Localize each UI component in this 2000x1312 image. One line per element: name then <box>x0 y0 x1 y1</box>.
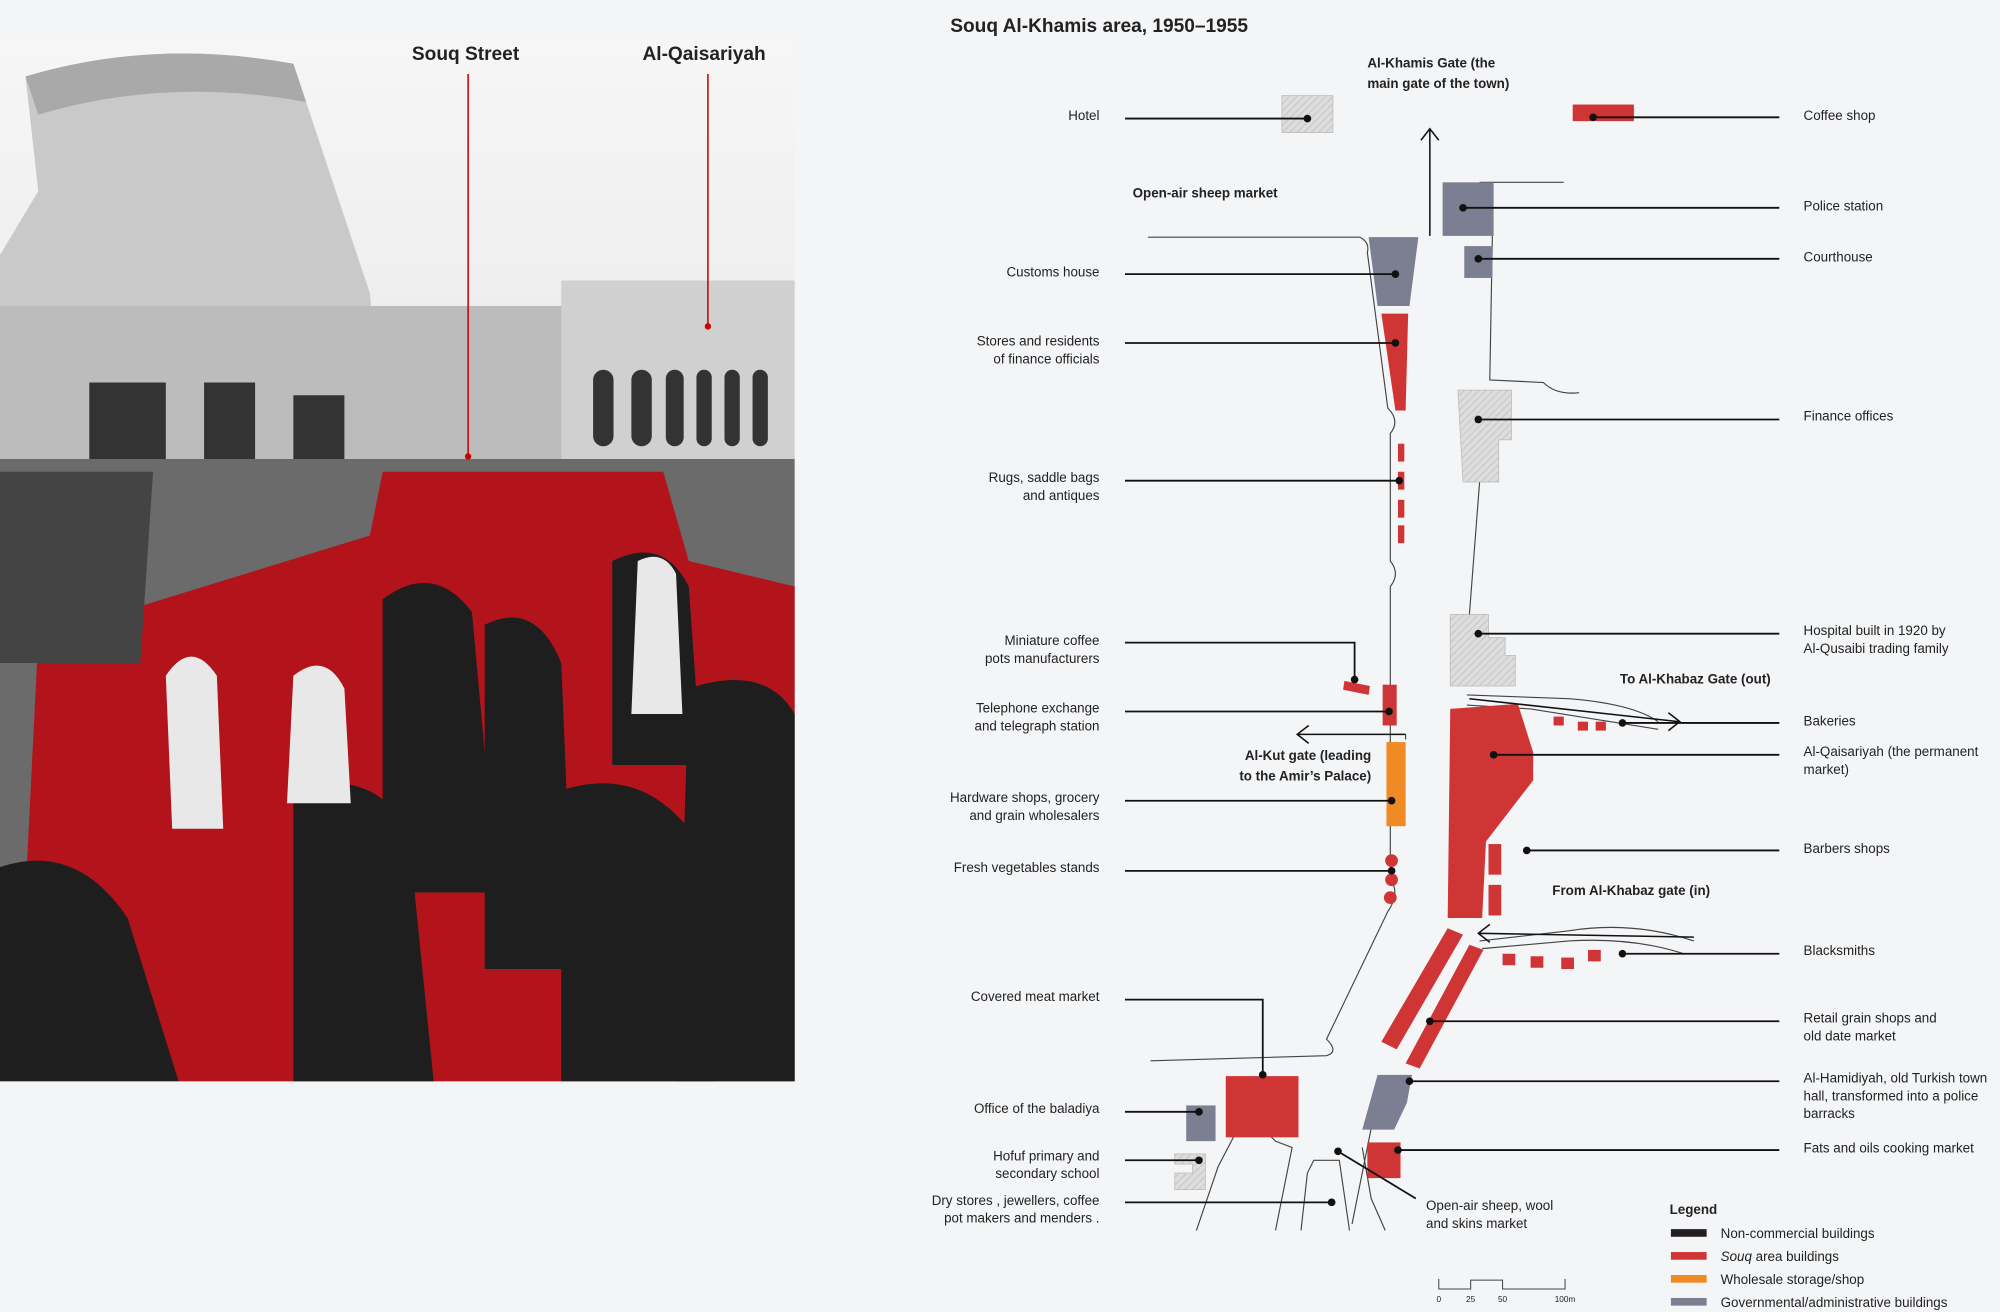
map-title: Souq Al-Khamis area, 1950–1955 <box>950 16 1248 37</box>
legend-swatch-wholesale <box>1670 1275 1707 1283</box>
leader-lines <box>1125 113 1780 1207</box>
label-coffee-shop: Coffee shop <box>1804 108 1876 123</box>
hardware-shops-building <box>1386 742 1406 827</box>
bakeries <box>1553 716 1606 731</box>
khamis-gate-label: Al-Khamis Gate (the <box>1367 56 1495 71</box>
label-telephone-exchange: Telephone exchange <box>976 701 1099 716</box>
street-outlines <box>1147 181 1695 1231</box>
arrow-left-icon <box>1295 724 1406 744</box>
photo-label-souq-street: Souq Street <box>412 44 520 65</box>
legend-souq: Souq area buildings <box>1721 1249 1840 1264</box>
label-barbers: Barbers shops <box>1804 841 1891 856</box>
legend-swatch-governmental <box>1670 1297 1707 1306</box>
telephone-exchange-building <box>1382 684 1397 726</box>
label-baladiya: Office of the baladiya <box>974 1101 1100 1116</box>
al-hamidiyah-building <box>1362 1074 1412 1130</box>
photo-label-al-qaisariyah: Al-Qaisariyah <box>642 44 765 65</box>
miniature-coffee-pots-building <box>1343 680 1370 695</box>
label-fats-oils: Fats and oils cooking market <box>1804 1141 1975 1156</box>
label-bakeries: Bakeries <box>1804 713 1856 728</box>
legend: Legend Non-commercial buildings Souq are… <box>1670 1202 1948 1310</box>
label-customs-house: Customs house <box>1007 265 1100 280</box>
left-labels: Hotel Customs house Stores and residents… <box>932 108 1100 1226</box>
label-police-station: Police station <box>1804 198 1884 213</box>
svg-text:50: 50 <box>1498 1295 1508 1304</box>
label-al-hamidiyah: Al-Hamidiyah, old Turkish town <box>1804 1070 1988 1085</box>
label-school: Hofuf primary and <box>993 1148 1099 1163</box>
svg-text:market): market) <box>1804 762 1849 777</box>
blacksmiths <box>1502 949 1601 970</box>
legend-swatch-non-commercial <box>1670 1229 1707 1237</box>
khabaz-in-label: From Al-Khabaz gate (in) <box>1552 883 1710 898</box>
arrow-left-icon <box>1477 923 1694 943</box>
svg-text:and antiques: and antiques <box>1023 488 1100 503</box>
label-miniature-coffee-pots: Miniature coffee <box>1005 633 1100 648</box>
svg-text:barracks: barracks <box>1804 1106 1856 1121</box>
coffee-shop-building <box>1572 104 1634 122</box>
historic-photo <box>0 38 795 1082</box>
label-al-qaisariyah: Al-Qaisariyah (the permanent <box>1804 744 1979 759</box>
svg-text:and grain wholesalers: and grain wholesalers <box>969 808 1099 823</box>
traffic-arrows <box>1295 127 1694 943</box>
khabaz-out-label: To Al-Khabaz Gate (out) <box>1620 671 1771 686</box>
legend-non-commercial: Non-commercial buildings <box>1721 1226 1875 1241</box>
retail-grain-shops <box>1381 928 1484 1069</box>
label-rugs: Rugs, saddle bags <box>989 470 1100 485</box>
svg-text:Al-Qusaibi trading family: Al-Qusaibi trading family <box>1804 641 1949 656</box>
hotel-building <box>1281 95 1334 133</box>
svg-text:old date market: old date market <box>1804 1028 1896 1043</box>
svg-text:to the Amir’s Palace): to the Amir’s Palace) <box>1239 768 1371 783</box>
svg-text:0: 0 <box>1436 1295 1441 1304</box>
label-covered-meat-market: Covered meat market <box>971 989 1100 1004</box>
svg-text:secondary school: secondary school <box>995 1166 1099 1181</box>
svg-text:main gate of the town): main gate of the town) <box>1367 76 1509 91</box>
svg-text:100m: 100m <box>1555 1295 1576 1304</box>
right-labels: Coffee shop Police station Courthouse Fi… <box>1804 108 1988 1156</box>
kut-gate-label: Al-Kut gate (leading <box>1245 748 1371 763</box>
label-retail-grain: Retail grain shops and <box>1804 1011 1937 1026</box>
scale-bar: 0 25 50 100m <box>1436 1278 1576 1304</box>
barbers-shops <box>1488 844 1502 916</box>
police-station-building <box>1442 182 1494 236</box>
rugs-shops <box>1397 443 1405 544</box>
legend-governmental: Governmental/administrative buildings <box>1721 1295 1948 1310</box>
label-dry-stores: Dry stores , jewellers, coffee <box>932 1193 1100 1208</box>
label-finance-offices: Finance offices <box>1804 409 1894 424</box>
svg-text:pots manufacturers: pots manufacturers <box>985 651 1100 666</box>
arrow-right-icon <box>1469 697 1682 732</box>
legend-title: Legend <box>1670 1202 1718 1217</box>
legend-wholesale: Wholesale storage/shop <box>1721 1272 1865 1287</box>
finance-officials-building <box>1381 313 1409 411</box>
buildings <box>1174 95 1634 1190</box>
sheep-market-label: Open-air sheep market <box>1133 186 1279 201</box>
al-qaisariyah-building <box>1447 703 1534 919</box>
label-hardware-shops: Hardware shops, grocery <box>950 790 1100 805</box>
arcade-building <box>0 306 574 472</box>
hospital-building <box>1449 614 1516 687</box>
legend-swatch-souq <box>1670 1252 1707 1260</box>
label-finance-officials: Stores and residents <box>977 334 1100 349</box>
svg-text:of finance officials: of finance officials <box>993 351 1099 366</box>
label-hotel: Hotel <box>1068 108 1099 123</box>
svg-text:25: 25 <box>1466 1295 1476 1304</box>
label-courthouse: Courthouse <box>1804 249 1873 264</box>
covered-meat-market-building <box>1225 1076 1299 1138</box>
svg-text:pot makers and menders .: pot makers and menders . <box>944 1211 1099 1226</box>
label-blacksmiths: Blacksmiths <box>1804 943 1876 958</box>
svg-text:hall, transformed into a polic: hall, transformed into a police <box>1804 1088 1979 1103</box>
vegetable-stands <box>1383 854 1398 904</box>
svg-text:and telegraph station: and telegraph station <box>975 719 1100 734</box>
label-vegetable-stands: Fresh vegetables stands <box>954 860 1100 875</box>
arrow-up-icon <box>1420 127 1440 236</box>
annotations: Al-Khamis Gate (the main gate of the tow… <box>1133 56 1771 1231</box>
svg-text:and skins market: and skins market <box>1426 1216 1527 1231</box>
label-hospital: Hospital built in 1920 by <box>1804 623 1946 638</box>
finance-offices-building <box>1457 389 1512 483</box>
sheep-wool-label: Open-air sheep, wool <box>1426 1198 1553 1213</box>
